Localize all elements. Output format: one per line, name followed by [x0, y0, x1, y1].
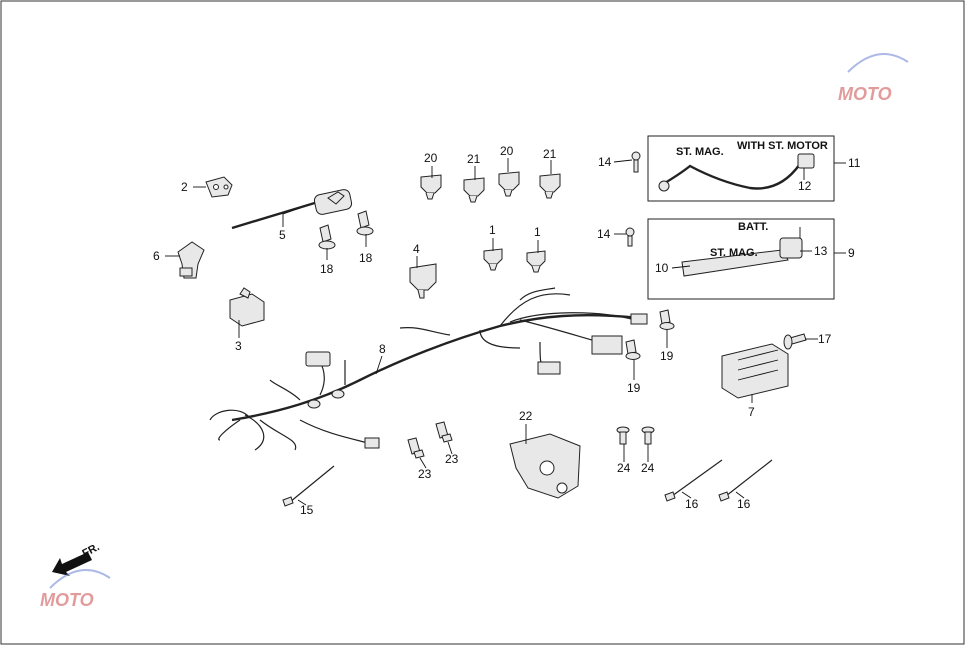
callout-8: 8 — [379, 342, 386, 356]
box-11 — [647, 135, 835, 202]
callout-17: 17 — [818, 332, 832, 346]
callout-23: 23 — [445, 452, 459, 466]
part-19-bolts — [625, 309, 675, 360]
parts-20-21-fuses — [420, 171, 561, 273]
callout-24: 24 — [641, 461, 655, 475]
callout-9: 9 — [848, 246, 855, 260]
box-text-batt: BATT. — [738, 221, 768, 233]
watermark-logo-top: MOTO — [838, 53, 909, 104]
callout-1: 1 — [534, 225, 541, 239]
watermark-logo-bottom: MOTO — [40, 569, 111, 610]
front-arrow-icon — [52, 552, 92, 576]
part-24-bolts — [616, 426, 655, 445]
part-2-clip — [205, 176, 233, 198]
part-17-bolt — [783, 333, 807, 350]
callout-19: 19 — [660, 349, 674, 363]
callout-21: 21 — [543, 147, 557, 161]
callout-16: 16 — [685, 497, 699, 511]
part-5-relay-cable — [231, 189, 353, 230]
callout-20: 20 — [424, 151, 438, 165]
callout-3: 3 — [235, 339, 242, 353]
callout-2: 2 — [181, 180, 188, 194]
callout-4: 4 — [413, 242, 420, 256]
callout-18: 18 — [320, 262, 334, 276]
part-6-cap — [177, 241, 205, 279]
callout-10: 10 — [655, 261, 669, 275]
callout-24: 24 — [617, 461, 631, 475]
callout-19: 19 — [627, 381, 641, 395]
callout-14: 14 — [597, 227, 611, 241]
front-label: FR. — [80, 541, 101, 560]
callout-15: 15 — [300, 503, 314, 517]
callout-11: 11 — [848, 156, 861, 170]
callout-labels: 1 1 2 3 4 5 6 7 8 9 10 11 12 13 14 14 15… — [153, 144, 861, 517]
callout-7: 7 — [748, 405, 755, 419]
part-22-bracket — [509, 433, 581, 499]
leader-lines — [165, 158, 846, 506]
box-text-st-mag-top: ST. MAG. — [676, 146, 724, 158]
part-23-bolts — [407, 421, 453, 459]
part-3-flasher — [229, 287, 265, 327]
box-9 — [647, 218, 835, 300]
callout-12: 12 — [798, 179, 812, 193]
part-18-bolts — [318, 210, 374, 250]
box-text-st-mag-bottom: ST. MAG. — [710, 247, 758, 259]
callout-20: 20 — [500, 144, 514, 158]
callout-14: 14 — [598, 155, 612, 169]
callout-5: 5 — [279, 228, 286, 242]
callout-16: 16 — [737, 497, 751, 511]
callout-21: 21 — [467, 152, 481, 166]
svg-text:MOTO: MOTO — [838, 84, 892, 104]
part-4-fuse — [409, 263, 437, 299]
part-14-bolts — [625, 151, 641, 247]
callout-22: 22 — [519, 409, 533, 423]
part-7-regulator — [721, 343, 789, 399]
callout-23: 23 — [418, 467, 432, 481]
part-15-16-cable-ties — [282, 459, 773, 507]
callout-13: 13 — [814, 244, 828, 258]
box-text-with-st-motor: WITH ST. MOTOR — [737, 140, 828, 152]
svg-text:MOTO: MOTO — [40, 590, 94, 610]
callout-6: 6 — [153, 249, 160, 263]
callout-1: 1 — [489, 223, 496, 237]
part-8-wire-harness — [209, 287, 648, 451]
callout-18: 18 — [359, 251, 373, 265]
